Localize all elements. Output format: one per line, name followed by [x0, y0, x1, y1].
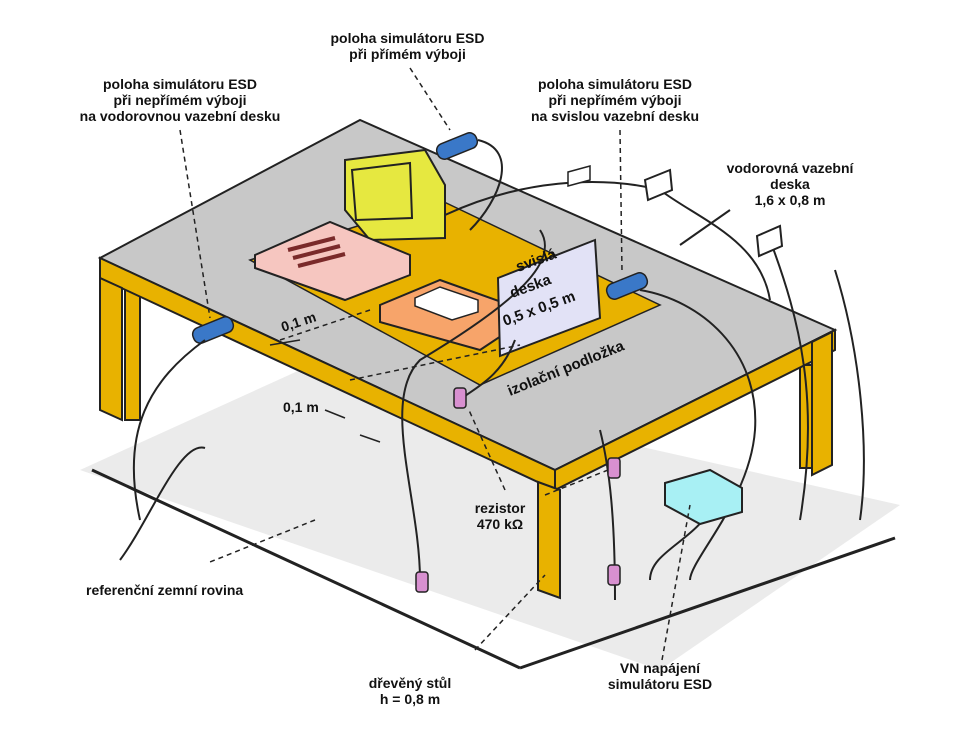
- resistor: [453, 387, 467, 409]
- outlet: [567, 165, 591, 187]
- computer-unit: [254, 220, 411, 302]
- label-ground-plane: referenční zemní rovina: [86, 582, 244, 598]
- label-indirect-horizontal: poloha simulátoru ESD při nepřímém výboj…: [50, 76, 310, 124]
- label-table-line-2: h = 0,8 m: [379, 691, 441, 707]
- esd-gun-horizontal: [191, 316, 235, 344]
- unit-slot: [297, 252, 346, 268]
- vertical-coupling-plate: [496, 238, 602, 358]
- ground-plane-edge: [91, 468, 521, 670]
- label-resistor: rezistor 470 kΩ: [455, 500, 545, 532]
- unit-slot: [292, 244, 341, 260]
- resistor: [607, 457, 621, 479]
- leader-lines: [179, 67, 691, 661]
- table-leg-right-front: [811, 330, 833, 477]
- label-indirect-h-line-2: při nepřímém výboji: [113, 92, 247, 108]
- label-horizontal-line-2: deska: [770, 176, 810, 192]
- monitor-screen: [350, 161, 414, 222]
- label-direct-line-1: poloha simulátoru ESD: [330, 30, 485, 46]
- table-apron-right: [554, 328, 836, 492]
- outlet: [755, 224, 784, 258]
- esd-gun-vertical: [605, 272, 649, 300]
- label-direct-line-2: při přímém výboji: [349, 46, 466, 62]
- cables: [119, 139, 865, 601]
- label-indirect-vertical: poloha simulátoru ESD při nepřímém výboj…: [495, 76, 735, 124]
- label-indirect-h-line-1: poloha simulátoru ESD: [102, 76, 257, 92]
- reference-ground-plane: [80, 370, 900, 670]
- label-indirect-v-line-3: na svislou vazební desku: [530, 108, 700, 124]
- ground-plane-edge: [519, 536, 896, 670]
- horizontal-plate-pointer: [679, 209, 731, 246]
- label-table: dřevěný stůl h = 0,8 m: [350, 675, 470, 707]
- resistor: [607, 564, 621, 586]
- device-lid: [414, 286, 479, 321]
- hv-supply-box: [664, 468, 743, 526]
- label-indirect-h-line-3: na vodorovnou vazební desku: [79, 108, 281, 124]
- dimension-line: [324, 409, 346, 419]
- esd-gun-direct: [435, 132, 479, 160]
- label-hv-supply: VN napájení simulátoru ESD: [585, 660, 735, 692]
- label-indirect-v-line-1: poloha simulátoru ESD: [537, 76, 692, 92]
- table-leg-front-right: [537, 480, 561, 600]
- label-table-line-1: dřevěný stůl: [368, 675, 452, 691]
- table-leg-back-left: [124, 279, 141, 421]
- label-indirect-v-line-2: při nepřímém výboji: [548, 92, 682, 108]
- label-hv-line-1: VN napájení: [619, 660, 701, 676]
- unit-slot: [287, 236, 336, 252]
- outlet: [643, 168, 674, 202]
- label-resistor-line-1: rezistor: [474, 500, 526, 516]
- dimension-line: [269, 339, 301, 346]
- table-leg-front-left: [99, 276, 123, 422]
- dimension-line: [359, 434, 381, 443]
- label-hv-line-2: simulátoru ESD: [607, 676, 713, 692]
- label-horizontal-line-3: 1,6 x 0,8 m: [754, 192, 826, 208]
- resistor: [415, 571, 429, 593]
- label-horizontal-line-1: vodorovná vazební: [726, 160, 854, 176]
- label-horizontal-plate: vodorovná vazební deska 1,6 x 0,8 m: [700, 160, 880, 208]
- label-direct-discharge: poloha simulátoru ESD při přímém výboji: [300, 30, 515, 62]
- label-resistor-line-2: 470 kΩ: [476, 516, 524, 532]
- distance-label-2: 0,1 m: [283, 399, 319, 415]
